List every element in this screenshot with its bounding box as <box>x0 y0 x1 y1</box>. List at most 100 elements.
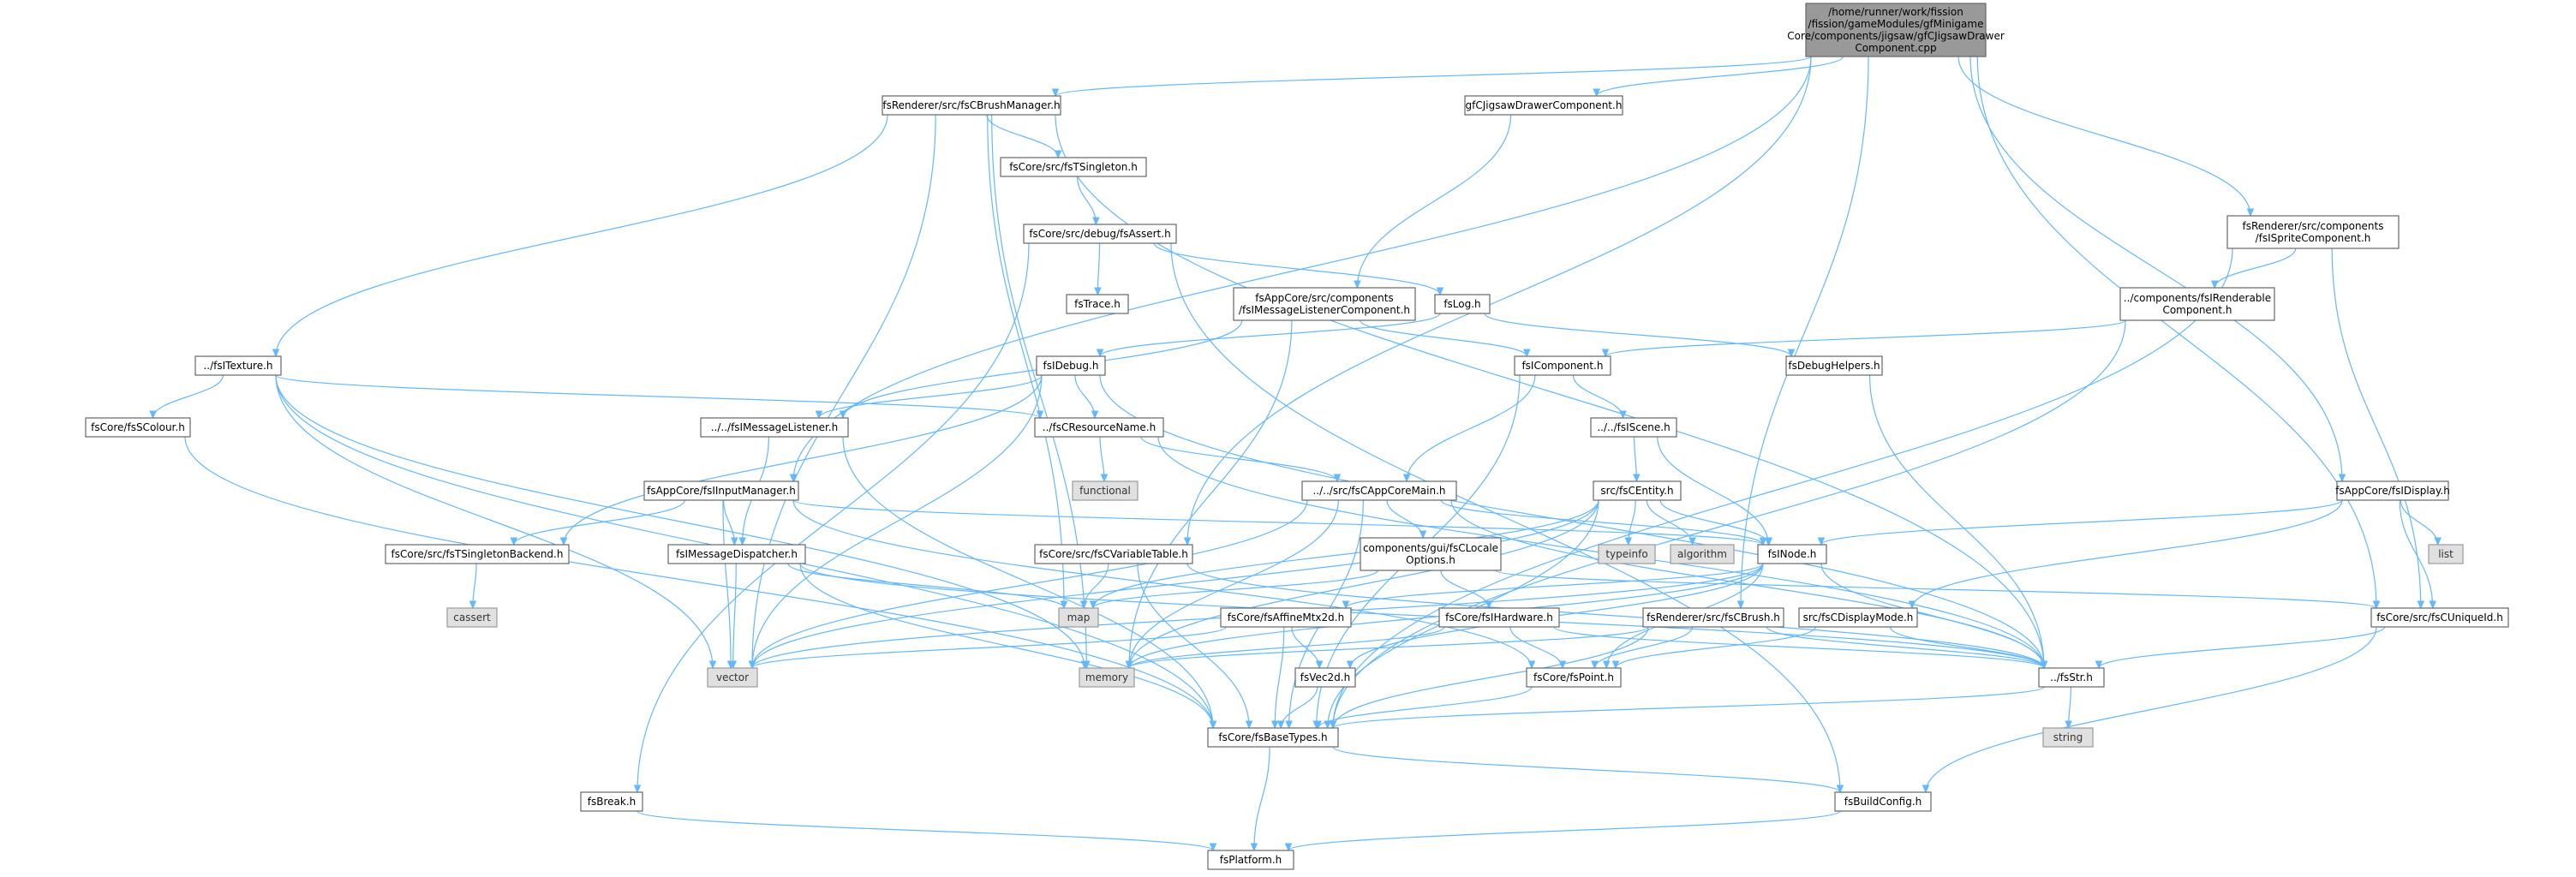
edge-fsscolour-to-basetypes <box>184 436 1214 729</box>
node-root[interactable]: /home/runner/work/fission/fission/gameMo… <box>1787 3 2005 57</box>
arrowhead-variabletable-to-basetypes <box>1245 720 1253 730</box>
arrowhead-root-to-spritecomp <box>2246 208 2255 218</box>
node-memory: memory <box>1079 667 1135 688</box>
arrowhead-localeoptions-to-map <box>1089 600 1097 610</box>
arrowhead-appcoremain-to-fsinode <box>1759 537 1767 546</box>
node-inputmgr[interactable]: fsAppCore/fsIInputManager.h <box>643 480 799 501</box>
node-tsingletonbackend[interactable]: fsCore/src/fsTSingletonBackend.h <box>385 544 570 564</box>
node-centity[interactable]: src/fsCEntity.h <box>1593 480 1682 501</box>
node-box-buildconfig <box>1834 791 1932 812</box>
arrowhead-msgdispatcher-to-map <box>1060 600 1068 610</box>
node-fslog[interactable]: fsLog.h <box>1434 294 1491 314</box>
node-fsvec2d[interactable]: fsVec2d.h <box>1294 667 1356 688</box>
node-fsidebug[interactable]: fsIDebug.h <box>1036 355 1106 376</box>
node-box-msglistener <box>700 417 849 438</box>
edge-fsitexture-to-memory <box>275 374 1085 669</box>
node-label-basetypes: fsCore/fsBaseTypes.h <box>1218 731 1327 743</box>
node-msglistener[interactable]: ../../fsIMessageListener.h <box>700 417 849 438</box>
node-fsstr[interactable]: ../fsStr.h <box>2038 667 2105 688</box>
node-displaymode[interactable]: src/fsCDisplayMode.h <box>1798 607 1918 628</box>
node-box-appcoremain <box>1301 480 1457 501</box>
edge-buildconfig-to-platform <box>1288 810 1841 851</box>
node-basetypes[interactable]: fsCore/fsBaseTypes.h <box>1207 727 1339 748</box>
edge-fsitexture-to-resname <box>275 374 1041 419</box>
edge-spritecomp-to-basetypes <box>1332 248 2233 729</box>
node-fsinode[interactable]: fsINode.h <box>1757 544 1827 564</box>
node-label-memory: memory <box>1085 671 1128 683</box>
node-affinemtx[interactable]: fsCore/fsAffineMtx2d.h <box>1220 607 1352 628</box>
node-label-msglistenercomp: fsAppCore/src/components <box>1255 292 1393 304</box>
edge-msglistenercomp-to-memory <box>1128 319 1293 669</box>
node-box-fsvec2d <box>1294 667 1356 688</box>
node-string: string <box>2042 727 2094 748</box>
arrowhead-inputmgr-to-fspoint <box>1527 660 1536 670</box>
edge-brushmgr-to-fsitexture <box>275 114 888 357</box>
arrowhead-localeoptions-to-uniqueid <box>2372 600 2381 610</box>
arrowhead-spritecomp-to-renderablecomp <box>2210 280 2219 289</box>
arrowhead-fsiscene-to-centity <box>1633 474 1641 483</box>
edge-fsitexture-to-vector <box>275 374 714 669</box>
edge-localeoptions-to-map <box>1092 570 1378 609</box>
arrowhead-cbrush-to-fspoint <box>1591 660 1599 670</box>
node-ihardware[interactable]: fsCore/fsIHardware.h <box>1438 607 1560 628</box>
node-algorithm: algorithm <box>1670 544 1735 564</box>
edge-debughelpers-to-fsstr <box>1868 374 2045 669</box>
node-spritecomp[interactable]: fsRenderer/src/components/fsISpriteCompo… <box>2226 215 2400 249</box>
edge-fsicomponent-to-appcoremain <box>1406 374 1536 482</box>
edge-fslog-to-fsidebug <box>1099 313 1441 357</box>
node-cbrush[interactable]: fsRenderer/src/fsCBrush.h <box>1642 607 1784 628</box>
arrowhead-fsicomponent-to-fsiscene <box>1619 410 1627 420</box>
node-brushmgr[interactable]: fsRenderer/src/fsCBrushManager.h <box>882 95 1061 116</box>
node-label-affinemtx: fsCore/fsAffineMtx2d.h <box>1228 612 1344 623</box>
node-fsscolour[interactable]: fsCore/fsSColour.h <box>85 417 191 438</box>
node-tsingleton[interactable]: fsCore/src/fsTSingleton.h <box>1000 157 1147 177</box>
edge-inputmgr-to-fsinode <box>792 499 1764 546</box>
node-fsiscene[interactable]: ../../fsIScene.h <box>1590 417 1677 438</box>
node-label-ihardware: fsCore/fsIHardware.h <box>1445 612 1553 623</box>
node-fsitexture[interactable]: ../fsITexture.h <box>194 355 282 376</box>
node-box-string <box>2042 727 2094 748</box>
node-variabletable[interactable]: fsCore/src/fsCVariableTable.h <box>1034 544 1193 564</box>
node-box-fspoint <box>1526 667 1622 688</box>
node-fsidisplay[interactable]: fsAppCore/fsIDisplay.h <box>2335 480 2450 501</box>
arrowhead-tsingletonbackend-to-cassert <box>469 600 477 610</box>
arrowhead-fsidisplay-to-displaymode <box>1908 600 1916 610</box>
arrowhead-fsstr-to-basetypes <box>1329 720 1337 730</box>
edge-ihardware-to-fsstr <box>1553 626 2045 669</box>
node-fspoint[interactable]: fsCore/fsPoint.h <box>1526 667 1622 688</box>
node-label-renderablecomp: ../components/fsIRenderable <box>2124 292 2271 304</box>
edge-fsidisplay-to-uniqueid <box>2399 499 2434 609</box>
node-msglistenercomp[interactable]: fsAppCore/src/components/fsIMessageListe… <box>1233 287 1416 321</box>
edge-centity-to-vector <box>751 499 1599 669</box>
node-debughelpers[interactable]: fsDebugHelpers.h <box>1785 355 1883 376</box>
node-label-displaymode: src/fsCDisplayMode.h <box>1803 612 1914 623</box>
node-box-algorithm <box>1670 544 1735 564</box>
node-buildconfig[interactable]: fsBuildConfig.h <box>1834 791 1932 812</box>
arrowhead-fsicomponent-to-appcoremain <box>1402 474 1411 483</box>
node-appcoremain[interactable]: ../../src/fsCAppCoreMain.h <box>1301 480 1457 501</box>
edge-basetypes-to-buildconfig <box>1332 746 1841 793</box>
node-fsbreak[interactable]: fsBreak.h <box>580 791 643 812</box>
edge-affinemtx-to-vector <box>751 626 1227 669</box>
node-fsicomponent[interactable]: fsIComponent.h <box>1514 355 1611 376</box>
node-label-algorithm: algorithm <box>1677 548 1727 560</box>
node-platform[interactable]: fsPlatform.h <box>1207 850 1294 870</box>
edge-renderablecomp-to-fsicomponent <box>1605 319 2126 357</box>
edge-fsinode-to-affinemtx <box>1345 563 1764 609</box>
arrowhead-appcoremain-to-basetypes <box>1285 720 1293 730</box>
node-box-msgdispatcher <box>667 544 806 564</box>
node-fstrace[interactable]: fsTrace.h <box>1066 294 1129 314</box>
node-fsassert[interactable]: fsCore/src/debug/fsAssert.h <box>1023 224 1177 244</box>
node-box-resname <box>1034 417 1164 438</box>
node-msgdispatcher[interactable]: fsIMessageDispatcher.h <box>667 544 806 564</box>
node-resname[interactable]: ../fsCResourceName.h <box>1034 417 1164 438</box>
node-uniqueid[interactable]: fsCore/src/fsCUniqueId.h <box>2370 607 2509 628</box>
node-box-functional <box>1072 480 1139 501</box>
node-label-fsvec2d: fsVec2d.h <box>1300 671 1350 683</box>
edge-cbrush-to-fsstr <box>1766 626 2045 669</box>
node-jigsawdrawer[interactable]: gfCJigsawDrawerComponent.h <box>1464 95 1623 116</box>
edge-fsidebug-to-msglistener <box>818 374 1043 419</box>
node-label-debughelpers: fsDebugHelpers.h <box>1788 360 1880 372</box>
